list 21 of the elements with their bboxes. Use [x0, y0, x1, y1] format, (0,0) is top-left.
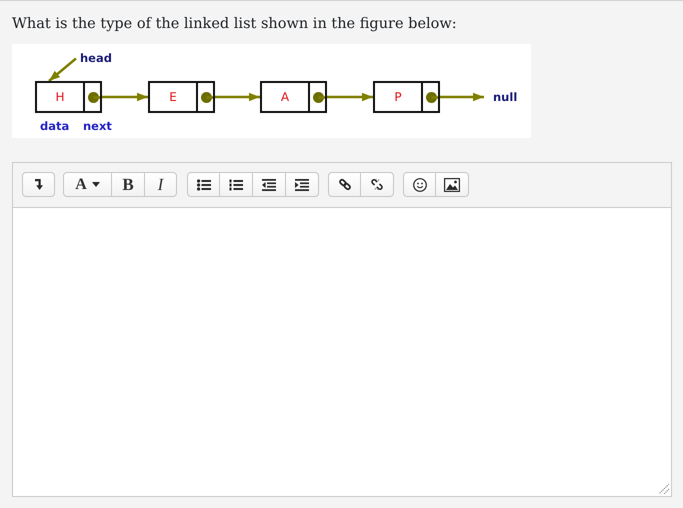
node-value: H	[55, 90, 65, 104]
italic-button: I	[144, 172, 177, 197]
list-node-box	[373, 81, 440, 113]
list-node-box	[148, 81, 215, 113]
paragraph-style-button: A	[63, 172, 112, 197]
head-pointer-label: head	[76, 51, 112, 66]
null-terminator-label: null	[484, 90, 518, 105]
pointer-arrow	[48, 58, 77, 82]
node-value: E	[169, 90, 177, 104]
field-label: data	[40, 119, 70, 134]
pointer-arrow	[327, 92, 373, 102]
pointer-arrow	[215, 92, 260, 102]
bold-button: B	[111, 172, 145, 197]
field-label: next	[83, 119, 112, 134]
node-value: A	[280, 90, 290, 104]
question-text: What is the type of the linked list shown in the figure below:	[12, 15, 457, 33]
list-node-box	[260, 81, 327, 113]
node-value: P	[394, 90, 402, 104]
pointer-arrow	[102, 92, 148, 102]
list-node-box	[35, 81, 102, 113]
pointer-arrow	[440, 92, 484, 102]
